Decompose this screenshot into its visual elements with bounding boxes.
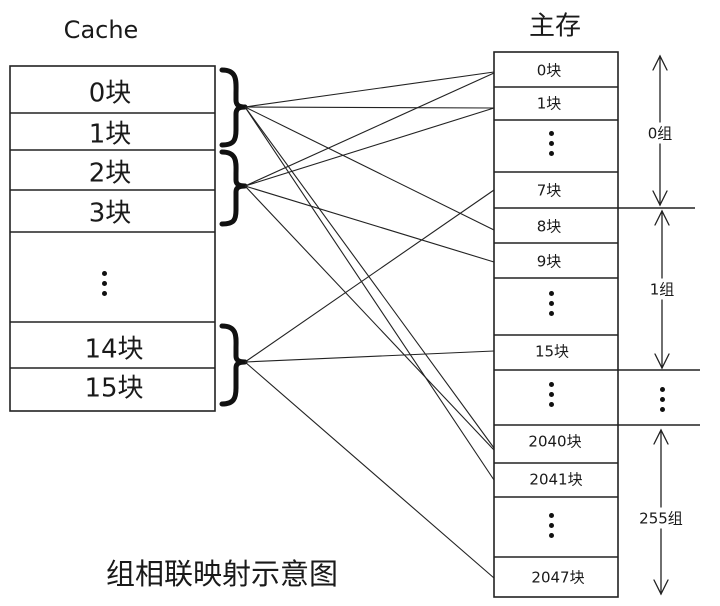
cache-title: Cache [63, 16, 139, 44]
memory-block-2047: 2047块 [531, 568, 585, 587]
memory-ellipsis-group-1 [548, 291, 554, 321]
cache-block-15: 15块 [84, 373, 144, 404]
memory-ellipsis-group-0 [548, 131, 554, 161]
memory-table [493, 51, 700, 598]
memory-ellipsis-middle [548, 382, 554, 412]
cache-block-14: 14块 [84, 334, 144, 365]
cache-block-0: 0块 [88, 78, 132, 109]
memory-block-15: 15块 [534, 342, 570, 361]
cache-table [9, 65, 216, 412]
group-ellipsis [659, 387, 665, 417]
memory-block-8: 8块 [536, 217, 562, 236]
memory-block-1: 1块 [536, 94, 562, 113]
memory-block-9: 9块 [536, 252, 562, 271]
diagram-caption: 组相联映射示意图 [105, 557, 339, 591]
brace-group-1 [219, 149, 248, 227]
main-memory-title: 主存 [528, 11, 582, 42]
cache-block-2: 2块 [88, 158, 132, 189]
memory-ellipsis-group-255 [548, 513, 554, 543]
cache-group-braces [219, 67, 248, 407]
cache-block-3: 3块 [88, 198, 132, 229]
memory-block-0: 0块 [536, 61, 562, 80]
memory-block-7: 7块 [536, 181, 562, 200]
memory-block-2040: 2040块 [528, 432, 582, 451]
cache-ellipsis [101, 271, 107, 301]
brace-group-255 [219, 323, 248, 407]
memory-block-2041: 2041块 [529, 470, 583, 489]
brace-group-0 [219, 67, 248, 148]
group-label-1: 1组 [648, 278, 676, 300]
group-label-0: 0组 [646, 122, 674, 144]
mapping-lines [244, 71, 495, 579]
group-label-255: 255组 [638, 507, 684, 529]
cache-block-1: 1块 [88, 119, 132, 150]
